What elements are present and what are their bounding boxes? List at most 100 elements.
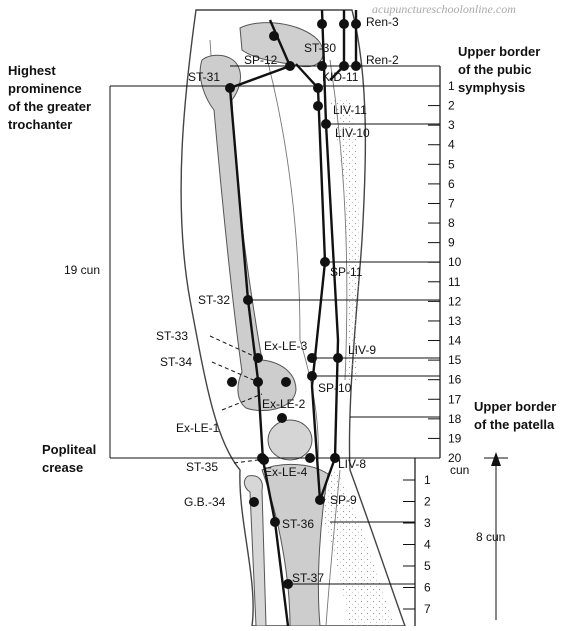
acupoint-dot-st31 xyxy=(225,83,235,93)
acupoint-dot-gb34 xyxy=(249,497,259,507)
leg-span-label: 8 cun xyxy=(476,530,505,544)
thigh-tick-label: 19 xyxy=(448,431,462,445)
patella-note: Upper border of the patella xyxy=(474,399,556,432)
acupoint-dot-st34b xyxy=(253,377,263,387)
thigh-tick-label: 3 xyxy=(448,118,455,132)
acupoint-dot-ren3b xyxy=(339,19,349,29)
svg-text:of the greater: of the greater xyxy=(8,99,91,114)
acupoint-dot-sp11 xyxy=(320,257,330,267)
acupoint-dot-st34c xyxy=(281,377,291,387)
acupoint-dot-st37 xyxy=(283,579,293,589)
acupoint-dot-liv8 xyxy=(330,453,340,463)
acupoint-dot-kid11 xyxy=(317,61,327,71)
acupoint-dot-sp10 xyxy=(307,371,317,381)
shading-medial xyxy=(330,100,360,380)
label-st30: ST-30 xyxy=(304,41,336,55)
acupoint-dot-sp9 xyxy=(315,495,325,505)
label-st32: ST-32 xyxy=(198,293,230,307)
tibia-bone xyxy=(261,463,329,627)
acupoint-dot-kid11b xyxy=(313,83,323,93)
thigh-tick-label: 4 xyxy=(448,138,455,152)
thigh-tick-label: 12 xyxy=(448,294,462,308)
thigh-tick-label: 1 xyxy=(448,79,455,93)
patella-bone xyxy=(267,419,313,461)
thigh-tick-label: 5 xyxy=(448,157,455,171)
thigh-tick-label: 17 xyxy=(448,392,462,406)
label-liv11: LIV-11 xyxy=(333,103,367,117)
label-sp10: SP-10 xyxy=(318,381,352,395)
leader-lines xyxy=(248,123,440,585)
svg-text:of the pubic: of the pubic xyxy=(458,62,532,77)
acupoint-dot-exle4 xyxy=(305,453,315,463)
svg-text:crease: crease xyxy=(42,460,83,475)
dashed-leaders xyxy=(209,335,263,464)
watermark: acupunctureschoolonline.com xyxy=(372,2,516,16)
acupoint-dot-st34 xyxy=(227,377,237,387)
label-st33: ST-33 xyxy=(156,329,188,343)
acupoint-dot-ren2b xyxy=(339,61,349,71)
acupoint-dot-st30b xyxy=(285,61,295,71)
svg-text:symphysis: symphysis xyxy=(458,80,525,95)
stomach-meridian xyxy=(228,19,292,627)
acupoint-dot-st32 xyxy=(243,295,253,305)
label-ren2: Ren-2 xyxy=(366,53,399,67)
acupoint-dot-exle2 xyxy=(277,413,287,423)
label-st34: ST-34 xyxy=(160,355,192,369)
leg-tick-label: 6 xyxy=(424,581,431,595)
label-exle2: Ex-LE-2 xyxy=(262,397,306,411)
acupoint-markers xyxy=(225,19,361,589)
label-liv10: LIV-10 xyxy=(335,126,370,140)
label-gb34: G.B.-34 xyxy=(184,495,226,509)
label-exle1: Ex-LE-1 xyxy=(176,421,220,435)
label-st31: ST-31 xyxy=(188,70,220,84)
label-st35: ST-35 xyxy=(186,460,218,474)
svg-text:of the patella: of the patella xyxy=(474,417,555,432)
leg-tick-label: 2 xyxy=(424,495,431,509)
label-liv8: LIV-8 xyxy=(338,457,366,471)
acupoint-dot-liv9b xyxy=(333,353,343,363)
svg-text:Popliteal: Popliteal xyxy=(42,442,96,457)
thigh-tick-label: 18 xyxy=(448,412,462,426)
label-sp9: SP-9 xyxy=(330,493,357,507)
svg-text:Upper border: Upper border xyxy=(458,44,540,59)
thigh-tick-label: 8 xyxy=(448,216,455,230)
label-sp11: SP-11 xyxy=(330,265,363,279)
thigh-tick-label: 20 xyxy=(448,451,462,465)
acupoint-dot-liv11 xyxy=(313,101,323,111)
leg-tick-label: 4 xyxy=(424,538,431,552)
thigh-span-label: 19 cun xyxy=(64,263,100,277)
acupoint-dot-st35 xyxy=(259,455,269,465)
popliteal-note: Popliteal crease xyxy=(42,442,96,475)
leg-tick-label: 3 xyxy=(424,516,431,530)
acupoint-dot-exle3 xyxy=(253,353,263,363)
scale-unit-label: cun xyxy=(450,463,469,477)
label-sp12: SP-12 xyxy=(244,53,278,67)
label-exle3: Ex-LE-3 xyxy=(264,339,308,353)
acupoint-dot-ren2 xyxy=(351,61,361,71)
thigh-tick-label: 6 xyxy=(448,177,455,191)
acupoint-dot-liv9 xyxy=(307,353,317,363)
thigh-tick-label: 16 xyxy=(448,373,462,387)
label-liv9: LIV-9 xyxy=(348,343,376,357)
leg-tick-label: 1 xyxy=(424,473,431,487)
femur-bone xyxy=(199,54,297,411)
thigh-tick-label: 7 xyxy=(448,196,455,210)
acupoint-dot-ren3 xyxy=(351,19,361,29)
svg-text:Highest: Highest xyxy=(8,63,56,78)
thigh-tick-label: 14 xyxy=(448,334,462,348)
svg-text:Upper border: Upper border xyxy=(474,399,556,414)
svg-text:prominence: prominence xyxy=(8,81,82,96)
thigh-tick-label: 11 xyxy=(448,275,461,289)
leg-tick-label: 7 xyxy=(424,602,431,616)
thigh-tick-label: 9 xyxy=(448,236,455,250)
thigh-tick-label: 2 xyxy=(448,99,455,113)
trochanter-note: Highest prominence of the greater trocha… xyxy=(8,63,91,132)
leg-tick-label: 5 xyxy=(424,559,431,573)
acupoint-dot-st36 xyxy=(270,517,280,527)
acupoint-dot-liv10 xyxy=(321,119,331,129)
svg-text:trochanter: trochanter xyxy=(8,117,72,132)
pubic-note: Upper border of the pubic symphysis xyxy=(458,44,540,95)
